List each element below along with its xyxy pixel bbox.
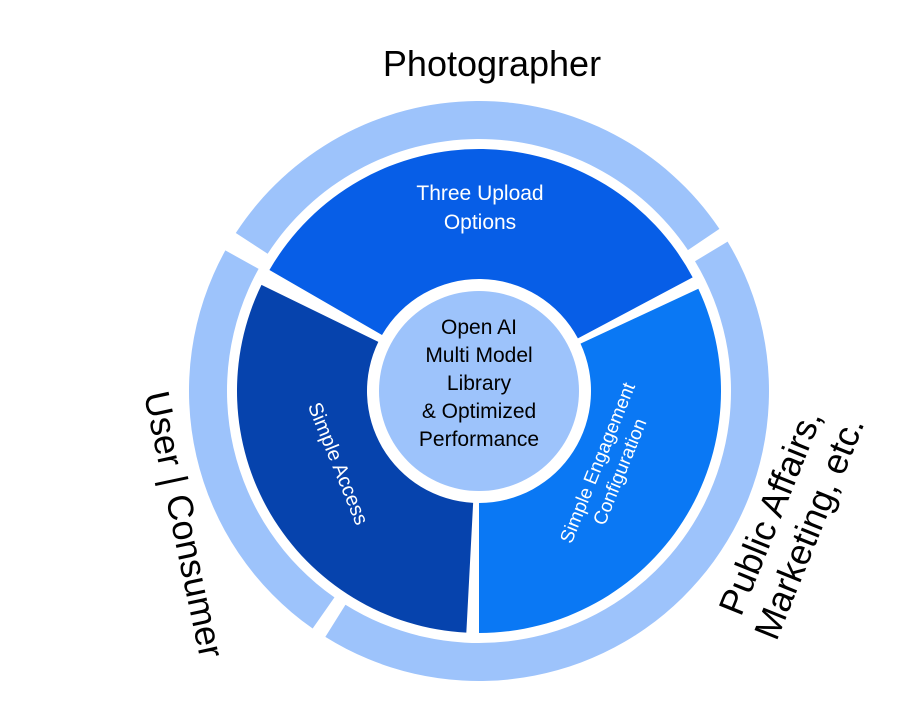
center-label-line1: Open AI: [441, 316, 517, 339]
segment-top-upload-options: [269, 148, 693, 339]
center-label-line3: Library: [447, 372, 512, 395]
segment-left-simple-access: [237, 284, 474, 633]
segment-top-label-line2: Options: [444, 211, 516, 234]
outer-ring-segment-top: [235, 101, 720, 254]
label-photographer: Photographer: [383, 43, 601, 84]
segment-right-engagement-configuration: [479, 288, 721, 633]
segment-top-label-line1: Three Upload: [416, 182, 543, 205]
outer-ring-segment-left: [189, 250, 335, 629]
center-label-line2: Multi Model: [425, 344, 532, 367]
center-circle: [379, 291, 579, 491]
segment-top-label: Three Upload Options: [416, 182, 543, 234]
center-label-line5: Performance: [419, 428, 539, 451]
center-label-line4: & Optimized: [422, 400, 536, 423]
outer-ring-segment-right: [325, 241, 769, 682]
center-label: Open AI Multi Model Library & Optimized …: [419, 316, 539, 451]
